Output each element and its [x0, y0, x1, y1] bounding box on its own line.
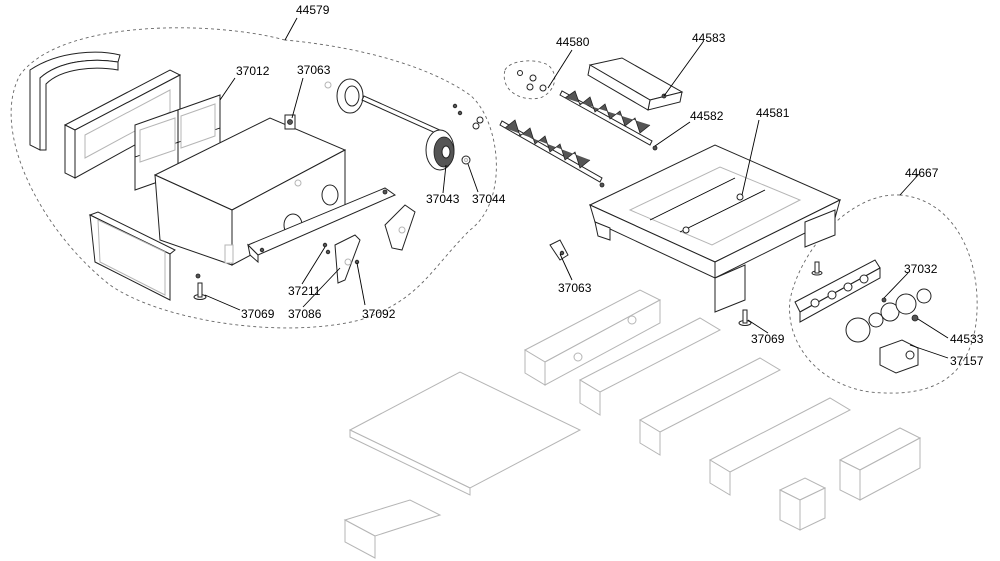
bracket-37086	[334, 234, 361, 284]
auger-lower	[499, 119, 605, 188]
base-frame-44581	[588, 144, 842, 313]
gear-train-37032	[845, 288, 932, 343]
callout-labels: 44579 37012 37063 37043 37044 37211 3708…	[236, 3, 984, 368]
clamp-bracket-37063	[284, 114, 296, 130]
group-outline-44580	[503, 60, 556, 100]
callout-37043: 37043	[426, 192, 460, 206]
small-fasteners	[452, 103, 484, 130]
callout-37211: 37211	[288, 284, 321, 298]
callout-44580: 44580	[556, 35, 590, 49]
axle-shaft	[361, 95, 443, 136]
curved-panel	[29, 51, 121, 151]
leader-lines	[204, 17, 949, 359]
main-housing	[153, 117, 347, 266]
callout-37063-right: 37063	[558, 281, 592, 295]
packaging	[343, 289, 922, 559]
washer-37044	[461, 155, 471, 165]
callout-44533: 44533	[950, 332, 984, 346]
callout-37044: 37044	[472, 192, 506, 206]
side-rail	[247, 187, 397, 264]
bracket-37092	[384, 204, 416, 251]
callout-44582: 44582	[690, 109, 724, 123]
foot-37069-left	[193, 273, 207, 300]
callout-44667: 44667	[905, 166, 939, 180]
wheel-37043	[425, 129, 455, 171]
callout-37032: 37032	[904, 262, 938, 276]
fasteners-44580	[517, 70, 547, 92]
group-outline-44667	[789, 194, 978, 394]
callout-37063-left: 37063	[297, 63, 331, 77]
callout-44583: 44583	[692, 31, 726, 45]
motor-block-37157	[879, 339, 919, 374]
callout-37086: 37086	[288, 307, 322, 321]
frame-panel	[63, 69, 182, 179]
callout-37157: 37157	[950, 354, 984, 368]
nut-44533	[911, 314, 919, 322]
callout-44579: 44579	[296, 3, 330, 17]
tray-44583	[587, 57, 684, 111]
callout-37069-right: 37069	[751, 332, 785, 346]
callout-44581: 44581	[756, 106, 790, 120]
clip-37063	[549, 239, 569, 261]
foot-37069-right	[738, 261, 823, 326]
callout-37012: 37012	[236, 64, 270, 78]
auger-44582-upper	[559, 90, 658, 151]
callout-37069-left: 37069	[241, 307, 275, 321]
callout-37092: 37092	[362, 307, 396, 321]
front-panel	[88, 211, 176, 301]
pulley-wheel-rear	[324, 78, 364, 114]
gear-plate	[794, 259, 881, 323]
